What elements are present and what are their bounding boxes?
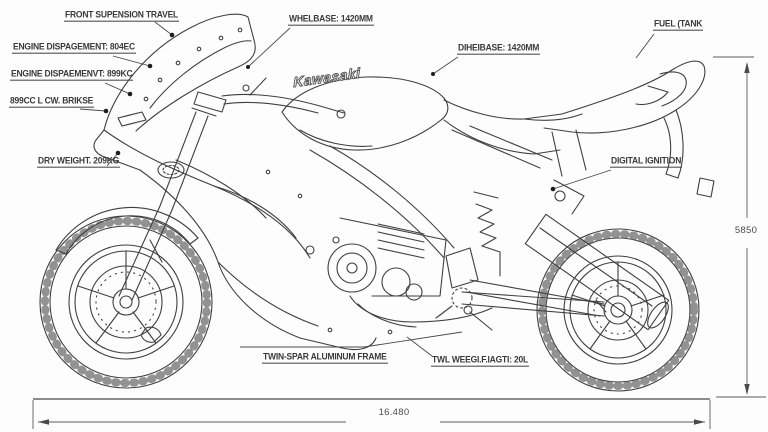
exhaust-muffler: [349, 213, 670, 331]
callout-engine-displacement-2: ENGINE DISPAEMENVT: 899KC: [10, 68, 134, 81]
callout-dry-weight: DRY WEIGHT. 209KG: [37, 155, 121, 168]
dimension-lines: [32, 56, 766, 429]
callout-front-suspension-travel: FRONT SUPENSION TRAVEL: [64, 9, 180, 22]
callout-wheelbase-2: DIHEIBASE: 1420MM: [457, 42, 541, 55]
frame-swingarm: [309, 145, 607, 317]
leader-dots: [103, 32, 556, 192]
handlebar: [221, 77, 346, 119]
front-wheel: [39, 215, 213, 389]
fuel-tank-shape: [281, 76, 449, 151]
rear-wheel: [536, 228, 700, 392]
callout-fuel-capacity: TWL WEEGI.F.IAGTI: 20L: [431, 354, 530, 367]
callout-fuel-tank: FUEL (TANK: [653, 18, 704, 31]
callout-digital-ignition: DIGITAL IGNITION: [610, 155, 683, 168]
windscreen: [103, 13, 256, 132]
rear-shock: [473, 191, 501, 277]
dimension-overall-length: 16.480: [378, 407, 410, 418]
callout-engine-displacement-3: 899CC L CW. BRIKSE: [9, 95, 95, 108]
callout-wheelbase: WHELBASE: 1420MM: [288, 13, 374, 26]
front-fork: [118, 91, 227, 301]
seat-tail: [443, 60, 715, 215]
callout-engine-displacement-1: ENGINE DISPAGEMENT: 804EC: [12, 41, 136, 54]
front-fender: [55, 206, 199, 263]
engine: [305, 217, 493, 331]
dimension-arrows: [38, 62, 750, 425]
fairing: [93, 111, 393, 351]
dimension-overall-height: 5850: [734, 225, 758, 236]
callout-frame: TWIN-SPAR ALUMINUM FRAME: [262, 351, 388, 364]
